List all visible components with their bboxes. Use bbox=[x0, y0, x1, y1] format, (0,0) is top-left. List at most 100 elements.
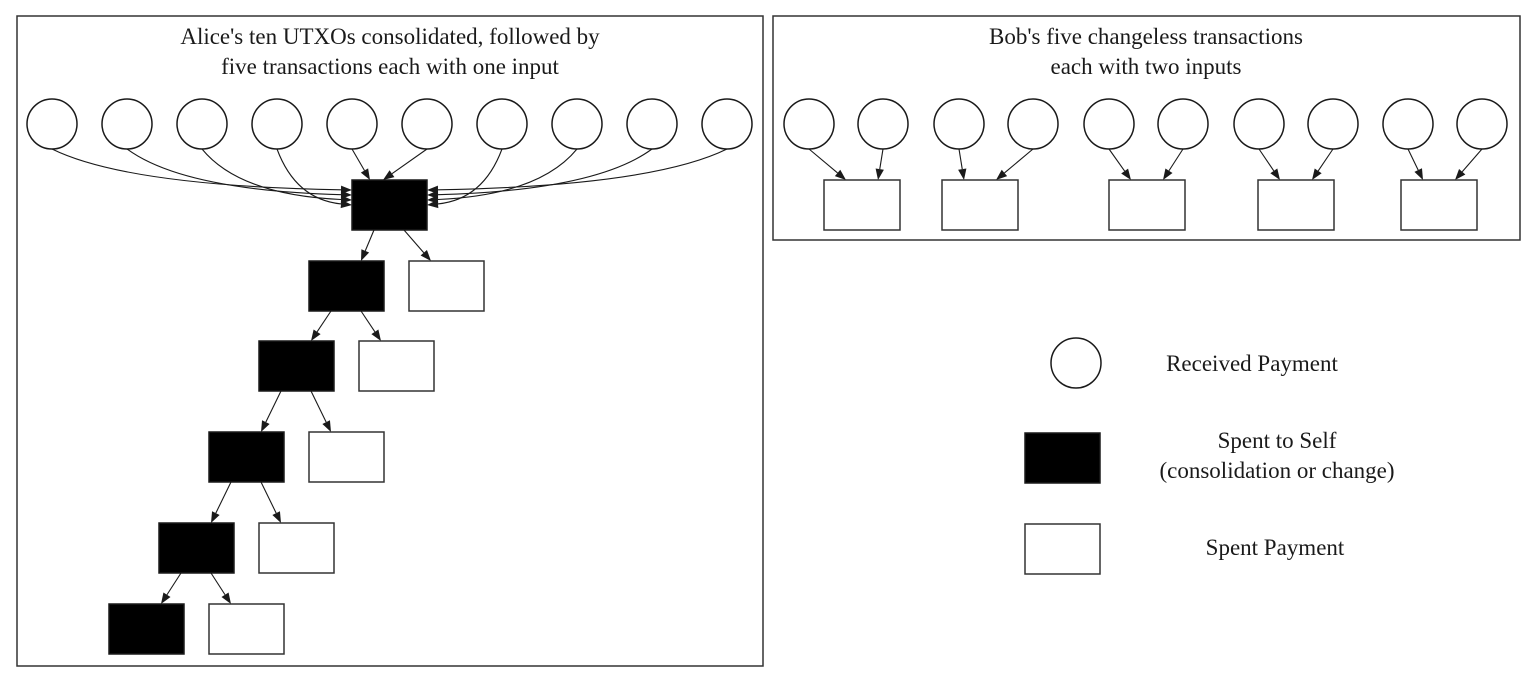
arrowhead bbox=[1414, 168, 1423, 180]
received-utxo bbox=[1233, 98, 1285, 150]
chain-payment-edge bbox=[360, 310, 381, 341]
alice-input-edge bbox=[351, 148, 370, 180]
edge-line bbox=[166, 572, 182, 596]
bob-input-edge bbox=[875, 148, 884, 180]
edge-line bbox=[351, 148, 365, 171]
edge-line bbox=[316, 310, 332, 333]
chain-payment-edge bbox=[260, 481, 281, 523]
legend: Received Payment Spent to Self (consolid… bbox=[1024, 337, 1395, 575]
legend-spent-to-self: Spent to Self (consolidation or change) bbox=[1024, 428, 1395, 484]
edge-line bbox=[437, 148, 653, 196]
alice-input-edge bbox=[427, 148, 728, 194]
arrowhead bbox=[322, 420, 331, 432]
change-tx bbox=[208, 431, 285, 483]
bob-input-edge bbox=[1163, 148, 1184, 180]
received-utxo bbox=[1083, 98, 1135, 150]
edge-line bbox=[210, 572, 226, 596]
legend-spent-payment: Spent Payment bbox=[1024, 523, 1345, 575]
legend-received: Received Payment bbox=[1050, 337, 1339, 389]
arrowhead bbox=[996, 169, 1008, 180]
arrowhead bbox=[311, 329, 321, 341]
received-utxo bbox=[176, 98, 228, 150]
received-utxo bbox=[401, 98, 453, 150]
arrowhead bbox=[1121, 168, 1131, 180]
edge-line bbox=[360, 310, 376, 333]
received-utxo bbox=[933, 98, 985, 150]
bob-input-edge bbox=[958, 148, 967, 180]
alice-input-edge bbox=[383, 148, 428, 180]
arrowhead bbox=[383, 170, 395, 180]
changeless-payment-tx bbox=[1257, 179, 1335, 231]
arrowhead bbox=[261, 420, 270, 432]
received-utxo bbox=[26, 98, 78, 150]
received-utxo bbox=[251, 98, 303, 150]
arrowhead bbox=[161, 592, 171, 604]
received-utxo bbox=[1157, 98, 1209, 150]
bob-panel-title-line2: each with two inputs bbox=[1051, 54, 1242, 79]
bob-input-edge bbox=[1407, 148, 1423, 180]
received-utxo bbox=[857, 98, 909, 150]
received-utxo bbox=[551, 98, 603, 150]
legend-self-label-line2: (consolidation or change) bbox=[1159, 458, 1394, 483]
alice-edges bbox=[51, 148, 728, 604]
payment-tx bbox=[358, 340, 435, 392]
arrowhead bbox=[1312, 168, 1322, 180]
change-tx bbox=[258, 340, 335, 392]
bob-panel: Bob's five changeless transactions each … bbox=[772, 15, 1521, 241]
empty-square-icon bbox=[1024, 523, 1101, 575]
alice-panel: Alice's ten UTXOs consolidated, followed… bbox=[16, 15, 764, 667]
edge-line bbox=[265, 390, 282, 423]
received-utxo bbox=[1007, 98, 1059, 150]
edge-line bbox=[310, 390, 327, 423]
payment-tx bbox=[308, 431, 385, 483]
received-utxo bbox=[326, 98, 378, 150]
payment-tx bbox=[258, 522, 335, 574]
received-utxo bbox=[1382, 98, 1434, 150]
edge-line bbox=[126, 148, 342, 196]
edge-line bbox=[1108, 148, 1126, 172]
alice-panel-title-line2: five transactions each with one input bbox=[221, 54, 559, 79]
arrowhead bbox=[371, 329, 381, 341]
edge-line bbox=[437, 148, 578, 201]
arrowhead bbox=[1455, 168, 1466, 180]
chain-payment-edge bbox=[403, 229, 431, 261]
chain-payment-edge bbox=[310, 390, 331, 432]
chain-change-edge bbox=[311, 310, 332, 341]
alice-nodes bbox=[26, 98, 753, 655]
changeless-payment-tx bbox=[941, 179, 1019, 231]
received-utxo bbox=[1456, 98, 1508, 150]
bob-input-edge bbox=[1455, 148, 1483, 180]
edge-line bbox=[215, 481, 232, 514]
arrowhead bbox=[340, 199, 352, 209]
legend-payment-label: Spent Payment bbox=[1206, 535, 1345, 560]
received-utxo bbox=[701, 98, 753, 150]
alice-input-edge bbox=[276, 148, 352, 209]
changeless-payment-tx bbox=[823, 179, 901, 231]
filled-square-icon bbox=[1024, 432, 1101, 484]
bob-edges bbox=[808, 148, 1483, 180]
edge-line bbox=[51, 148, 342, 191]
arrowhead bbox=[1270, 168, 1280, 180]
edge-line bbox=[879, 148, 884, 170]
bob-panel-title-line1: Bob's five changeless transactions bbox=[989, 24, 1303, 49]
change-tx bbox=[158, 522, 235, 574]
payment-tx bbox=[208, 603, 285, 655]
arrowhead bbox=[958, 168, 967, 180]
received-utxo bbox=[783, 98, 835, 150]
changeless-payment-tx bbox=[1108, 179, 1186, 231]
chain-change-edge bbox=[261, 390, 282, 432]
arrowhead bbox=[1163, 168, 1173, 180]
edge-line bbox=[276, 148, 342, 205]
arrowhead bbox=[361, 249, 370, 261]
edge-line bbox=[403, 229, 425, 254]
consolidation-tx bbox=[351, 179, 428, 231]
edge-line bbox=[1317, 148, 1334, 172]
bob-input-edge bbox=[1312, 148, 1334, 180]
received-utxo bbox=[1307, 98, 1359, 150]
arrowhead bbox=[834, 169, 846, 180]
alice-panel-title-line1: Alice's ten UTXOs consolidated, followed… bbox=[180, 24, 600, 49]
arrowhead bbox=[875, 168, 884, 180]
chain-change-edge bbox=[361, 229, 375, 261]
edge-line bbox=[808, 148, 838, 174]
